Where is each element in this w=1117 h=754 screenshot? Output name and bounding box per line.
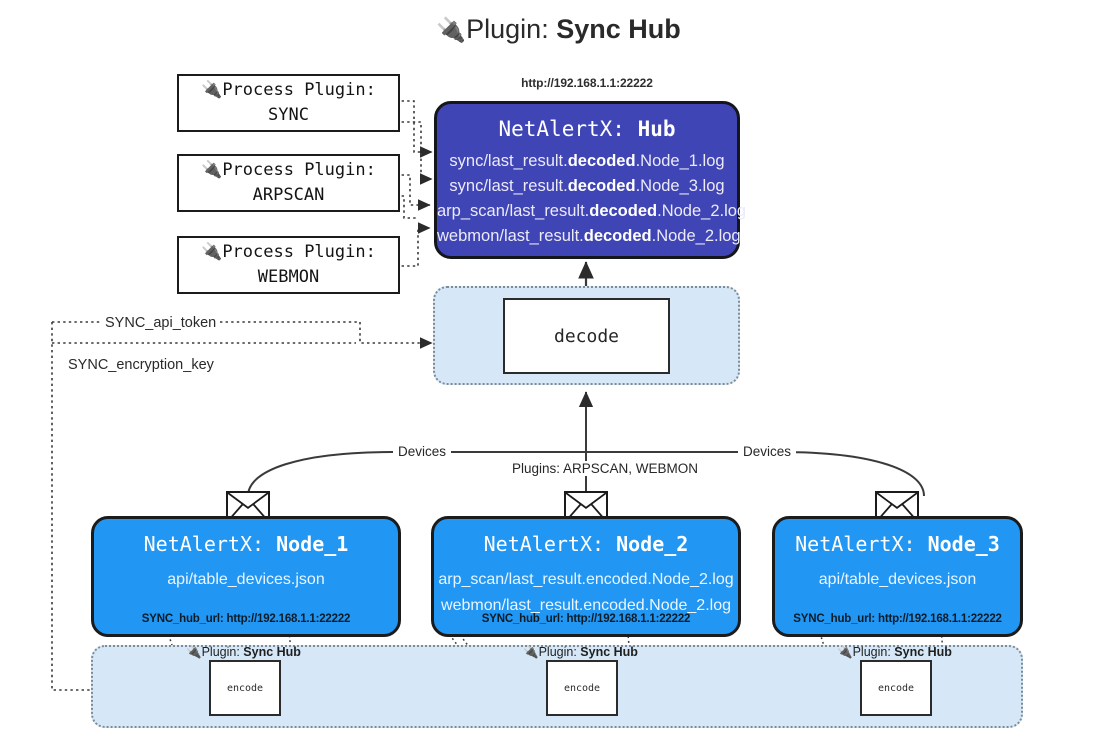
page-title-name: Sync Hub: [556, 14, 681, 44]
plug-icon: 🔌: [436, 17, 467, 44]
plug-icon: 🔌: [201, 80, 223, 101]
hub-url-note: http://192.168.1.1:22222: [521, 76, 653, 90]
plug-icon: 🔌: [201, 242, 223, 263]
hub-row-list: sync/last_result.decoded.Node_1.log sync…: [437, 149, 747, 249]
encode-box-1[interactable]: encode: [209, 660, 281, 716]
node-hub-url: SYNC_hub_url: http://192.168.1.1:22222: [793, 613, 1002, 625]
hub-row: arp_scan/last_result.decoded.Node_2.log: [437, 202, 747, 221]
plug-icon: 🔌: [523, 645, 539, 659]
process-plugin-line2: SYNC: [268, 105, 309, 125]
hub-box[interactable]: NetAlertX: Hub sync/last_result.decoded.…: [434, 101, 747, 259]
node-hub-url: SYNC_hub_url: http://192.168.1.1:22222: [481, 613, 691, 625]
plug-icon: 🔌: [201, 160, 223, 181]
process-plugin-line1: 🔌Process Plugin:: [201, 80, 376, 101]
edge-label-devices-right: Devices: [738, 444, 797, 459]
encoder-header-3: 🔌Plugin: Sync Hub: [837, 645, 952, 659]
process-plugin-line2: ARPSCAN: [252, 185, 325, 205]
page-title: 🔌Plugin: Sync Hub: [0, 14, 1117, 45]
node-box-node-1[interactable]: NetAlertX: Node_1 api/table_devices.json…: [91, 516, 401, 637]
hub-row: sync/last_result.decoded.Node_1.log: [449, 152, 725, 170]
process-plugin-line1: 🔌Process Plugin:: [201, 242, 376, 263]
process-plugin-box-arpscan[interactable]: 🔌Process Plugin: ARPSCAN: [177, 154, 400, 212]
process-plugin-box-sync[interactable]: 🔌Process Plugin: SYNC: [177, 74, 400, 132]
page-title-prefix: Plugin:: [466, 14, 557, 44]
plug-icon: 🔌: [837, 645, 853, 659]
node-title: NetAlertX: Node_2: [483, 532, 689, 556]
label-sync-api-token: SYNC_api_token: [101, 315, 221, 331]
encoder-header-2: 🔌Plugin: Sync Hub: [523, 645, 638, 659]
edge-label-devices-left: Devices: [393, 444, 452, 459]
plug-icon: 🔌: [186, 645, 202, 659]
node-row: arp_scan/last_result.encoded.Node_2.log: [438, 571, 734, 588]
node-title: NetAlertX: Node_3: [795, 532, 1000, 556]
node-row-list: api/table_devices.json: [775, 567, 1020, 593]
encode-box-2[interactable]: encode: [546, 660, 618, 716]
decode-box[interactable]: decode: [503, 298, 670, 374]
hub-row: sync/last_result.decoded.Node_3.log: [449, 177, 725, 196]
node-row: api/table_devices.json: [167, 571, 325, 588]
node-box-node-2[interactable]: NetAlertX: Node_2 arp_scan/last_result.e…: [431, 516, 741, 637]
encode-box-3[interactable]: encode: [860, 660, 932, 716]
node-hub-url: SYNC_hub_url: http://192.168.1.1:22222: [141, 613, 351, 625]
process-plugin-line1: 🔌Process Plugin:: [201, 160, 376, 181]
node-box-node-3[interactable]: NetAlertX: Node_3 api/table_devices.json…: [772, 516, 1023, 637]
label-sync-encryption-key: SYNC_encryption_key: [64, 357, 218, 373]
edge-label-plugins-center: Plugins: ARPSCAN, WEBMON: [507, 461, 704, 476]
node-title: NetAlertX: Node_1: [143, 532, 349, 556]
encoder-header-1: 🔌Plugin: Sync Hub: [186, 645, 301, 659]
node-row: api/table_devices.json: [818, 571, 977, 588]
node-row-list: arp_scan/last_result.encoded.Node_2.log …: [434, 567, 738, 619]
hub-title: NetAlertX: Hub: [498, 117, 676, 141]
process-plugin-line2: WEBMON: [257, 267, 320, 287]
node-row-list: api/table_devices.json: [94, 567, 398, 593]
node-row: webmon/last_result.encoded.Node_2.log: [441, 596, 731, 614]
process-plugin-box-webmon[interactable]: 🔌Process Plugin: WEBMON: [177, 236, 400, 294]
hub-row: webmon/last_result.decoded.Node_2.log: [437, 227, 741, 246]
